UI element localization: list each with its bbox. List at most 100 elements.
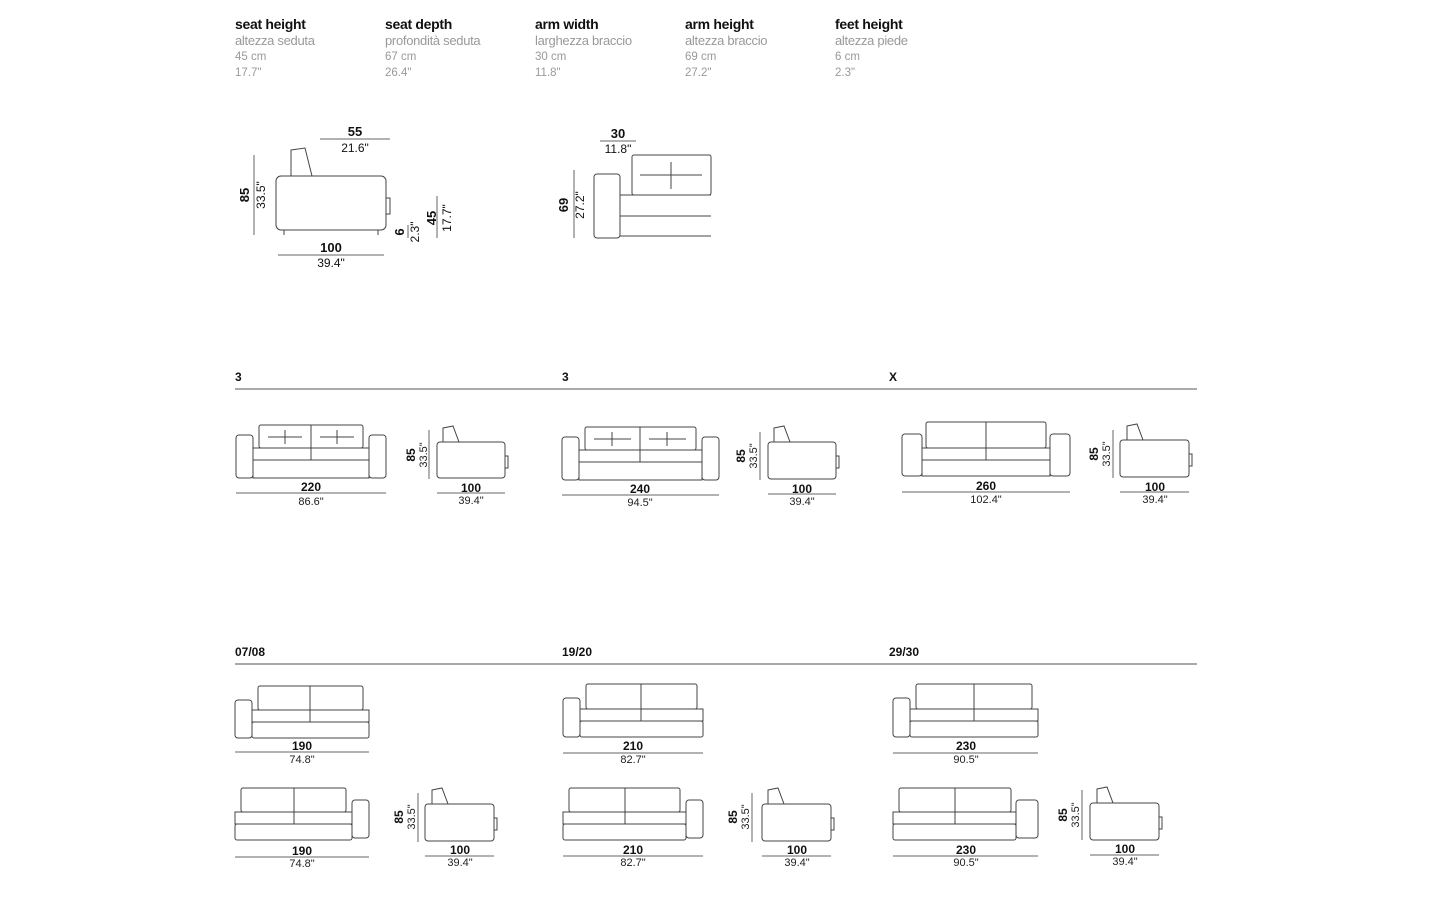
spec-in: 27.2" (685, 67, 712, 79)
dim-height-cm: 85 (392, 810, 406, 824)
spec-title: arm height (685, 16, 754, 32)
dim-width-in: 94.5" (627, 497, 652, 509)
spec-title: feet height (835, 16, 903, 32)
dim-depth-in: 39.4" (789, 496, 814, 508)
dim-seat-in: 17.7" (440, 204, 454, 232)
dim-depth-in: 39.4" (1112, 856, 1137, 868)
dim-height-in: 33.5" (1101, 441, 1113, 466)
arm-outline (901, 433, 923, 477)
arm-outline (351, 799, 370, 839)
base-outline (252, 459, 370, 479)
backrest-outline (767, 787, 785, 805)
dim-arm-width-cm: 30 (611, 126, 625, 141)
backrest-outline (773, 425, 791, 443)
backrest-outline (431, 787, 449, 805)
spec-cm: 30 cm (535, 51, 567, 63)
arm-outline (562, 697, 581, 738)
arm-outline (593, 173, 621, 239)
dim-height-cm: 85 (734, 449, 748, 463)
dim-arm-height-cm: 69 (556, 198, 571, 212)
arm-outline (368, 434, 387, 479)
sofa-model-07-08: 190 74.8" 190 74.8" 85 33.5" 100 39.4" (234, 685, 498, 870)
side-body-outline (767, 441, 837, 480)
spec-cm: 67 cm (385, 51, 417, 63)
side-detail-outline (830, 817, 835, 831)
backrest-outline (1126, 423, 1144, 441)
base-outline (892, 823, 1017, 841)
side-detail-outline (835, 455, 840, 469)
spec-subtitle: profondità seduta (385, 33, 481, 48)
dim-depth-cm: 100 (1115, 842, 1135, 856)
seat-body-outline (275, 175, 387, 231)
dim-top-cm: 55 (348, 124, 362, 139)
dim-seat-cm: 45 (424, 211, 439, 225)
base-outline (562, 823, 687, 841)
sofa-model-x-260: 260 102.4" 85 33.5" 100 39.4" (901, 421, 1193, 506)
spec-feet-height: feet height altezza piede 6 cm 2.3" (835, 15, 985, 81)
sofa-model-3-220: 220 86.6" 85 33.5" 100 39.4" (235, 424, 509, 508)
dim-depth-cm: 100 (787, 843, 807, 857)
dim-height-cm: 85 (726, 810, 740, 824)
base-outline (578, 461, 703, 481)
arm-outline (701, 436, 720, 481)
dim-height-in: 33.5" (740, 804, 752, 829)
dim-depth-in: 39.4" (458, 495, 483, 507)
side-detail-outline (385, 197, 391, 215)
side-body-outline (424, 803, 495, 842)
side-body-outline (436, 441, 506, 479)
dim-width-in: 90.5" (953, 754, 978, 766)
detail-side-profile: 55 21.6" 85 33.5" 100 39.4" 6 2.3" 45 17… (237, 124, 454, 270)
dim-feet-in: 2.3" (408, 222, 422, 243)
dim-arm-width-in: 11.8" (605, 142, 632, 156)
side-body-outline (1089, 802, 1160, 841)
dim-height-in: 33.5" (1070, 802, 1082, 827)
dim-width-cm: 210 (623, 843, 643, 857)
spec-cm: 6 cm (835, 51, 860, 63)
spec-subtitle: altezza piede (835, 33, 908, 48)
model-code: 3 (562, 370, 569, 384)
model-code: X (889, 370, 897, 384)
dim-width-cm: 220 (301, 480, 321, 494)
side-detail-outline (493, 817, 498, 831)
spec-in: 26.4" (385, 67, 412, 79)
spec-subtitle: altezza braccio (685, 33, 768, 48)
model-code: 07/08 (235, 645, 265, 659)
spec-subtitle: larghezza braccio (535, 33, 632, 48)
dim-depth-cm: 100 (461, 481, 481, 495)
backrest-outline (442, 425, 460, 443)
sofa-model-19-20: 210 82.7" 210 82.7" 85 33.5" 100 39.4" (562, 683, 835, 869)
dim-width-cm: 240 (630, 482, 650, 496)
backrest-outline (290, 147, 313, 177)
dim-width-cm: 230 (956, 843, 976, 857)
dim-depth-cm: 100 (1145, 480, 1165, 494)
dim-height-cm: 85 (1056, 808, 1070, 822)
side-detail-outline (504, 455, 509, 469)
spec-cm: 69 cm (685, 51, 717, 63)
dim-width-cm: 190 (292, 739, 312, 753)
base-outline (234, 823, 353, 841)
dim-width-cm: 260 (976, 479, 996, 493)
dim-width-cm: 230 (956, 739, 976, 753)
spec-in: 17.7" (235, 67, 262, 79)
dim-arm-height-in: 27.2" (573, 191, 587, 219)
dim-width-in: 82.7" (620, 857, 645, 869)
arm-outline (685, 799, 704, 839)
dim-width-in: 86.6" (298, 496, 323, 508)
arm-outline (235, 434, 254, 479)
side-body-outline (761, 803, 832, 842)
spec-title: seat depth (385, 16, 453, 32)
dim-depth-in: 39.4" (1142, 494, 1167, 506)
spec-seat-height: seat height altezza seduta 45 cm 17.7" (235, 15, 385, 81)
dim-depth-in: 39.4" (447, 857, 472, 869)
dim-width-in: 82.7" (620, 754, 645, 766)
model-code: 19/20 (562, 645, 592, 659)
arm-outline (1015, 799, 1039, 839)
side-detail-outline (1158, 816, 1163, 830)
arm-outline (892, 697, 911, 738)
sofa-model-29-30: 230 90.5" 230 90.5" 85 33.5" 100 39.4" (892, 683, 1163, 869)
spec-seat-depth: seat depth profondità seduta 67 cm 26.4" (385, 15, 535, 81)
spec-cm: 45 cm (235, 51, 267, 63)
base-outline (579, 720, 704, 738)
arm-outline (561, 436, 580, 481)
